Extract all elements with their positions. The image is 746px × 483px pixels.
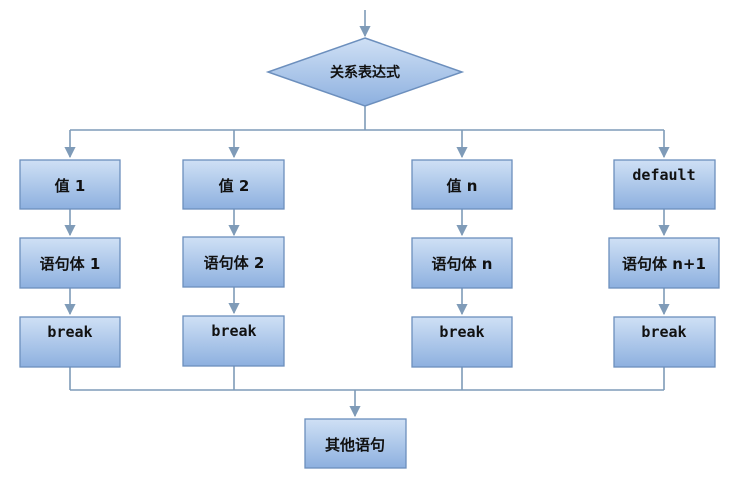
case-column-2: 值 2 语句体 2 break	[182, 159, 285, 367]
end-node: 其他语句	[304, 418, 407, 469]
case-value-label-1: 值 1	[55, 177, 86, 195]
case-value-label-default: default	[632, 166, 695, 184]
case-column-default: default 语句体 n+1 break	[608, 159, 720, 368]
case-column-3: 值 n 语句体 n break	[411, 159, 513, 368]
case-break-label-1: break	[47, 323, 92, 341]
case-body-label-default: 语句体 n+1	[622, 255, 706, 273]
case-break-box-3	[411, 316, 513, 368]
case-value-box-3	[411, 159, 513, 210]
case-body-label-3: 语句体 n	[432, 255, 493, 273]
case-break-box-default	[613, 316, 716, 368]
end-label: 其他语句	[325, 436, 385, 454]
decision-node: 关系表达式	[265, 37, 465, 107]
case-body-box-1	[19, 237, 121, 289]
decision-label: 关系表达式	[330, 64, 400, 81]
case-break-label-3: break	[439, 323, 484, 341]
case-body-box-3	[411, 237, 513, 289]
case-break-box-2	[182, 315, 285, 367]
case-body-box-2	[182, 236, 285, 288]
case-body-label-2: 语句体 2	[204, 254, 265, 272]
connectors	[64, 10, 670, 418]
case-value-label-2: 值 2	[219, 177, 250, 195]
case-value-box-1	[19, 159, 121, 210]
case-break-box-1	[19, 316, 121, 368]
case-break-label-default: break	[641, 323, 686, 341]
case-body-box-default	[608, 237, 720, 289]
case-value-box-2	[182, 159, 285, 210]
end-box	[304, 418, 407, 469]
case-value-box-default	[613, 159, 716, 210]
case-break-label-2: break	[211, 322, 256, 340]
case-body-label-1: 语句体 1	[40, 255, 101, 273]
case-column-1: 值 1 语句体 1 break	[19, 159, 121, 368]
case-value-label-3: 值 n	[447, 177, 478, 195]
